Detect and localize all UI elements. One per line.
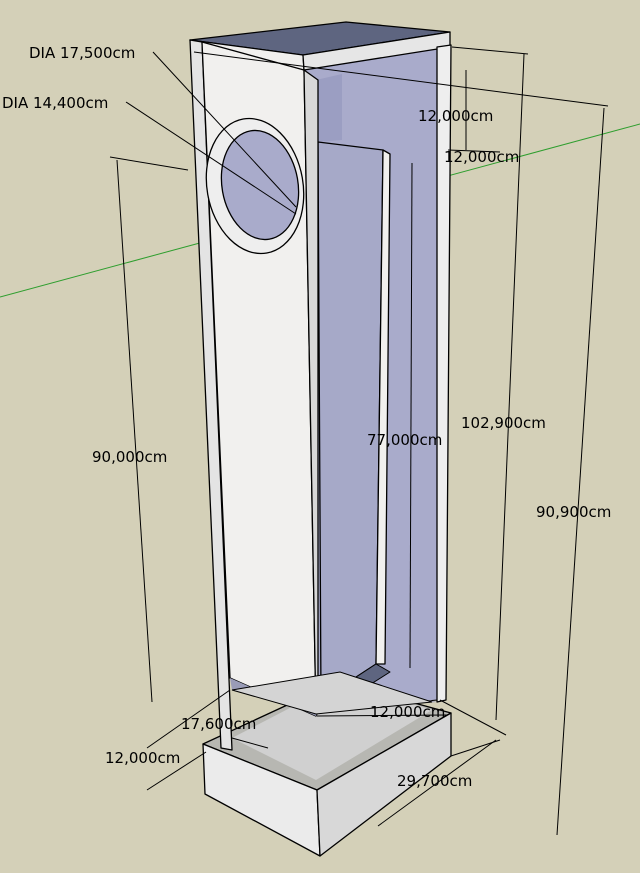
divider-face	[317, 141, 384, 701]
dimension-lines	[109, 46, 609, 836]
divider-edge	[375, 149, 391, 665]
driver-cutout	[205, 117, 305, 255]
label-side-offset: 12,000cm	[444, 148, 519, 166]
label-body-height: 90,000cm	[92, 448, 167, 466]
label-plinth-height: 12,000cm	[105, 749, 180, 767]
back-panel-shadow-strip	[316, 74, 342, 142]
label-width: 17,600cm	[181, 715, 256, 733]
internal-divider	[317, 141, 391, 711]
label-inner-diameter: DIA 14,400cm	[2, 94, 108, 112]
front-baffle-side-edge	[189, 39, 233, 751]
bottom-inner-plate	[231, 671, 433, 715]
label-depth: 29,700cm	[397, 772, 472, 790]
label-inner-panel-height: 77,000cm	[367, 431, 442, 449]
driver-inner-hole	[220, 129, 300, 241]
right-wall-edge	[436, 44, 452, 703]
label-cabinet-height: 102,900cm	[461, 414, 546, 432]
label-outer-diameter: DIA 17,500cm	[29, 44, 135, 62]
label-top-offset: 12,000cm	[418, 107, 493, 125]
label-overall-height: 90,900cm	[536, 503, 611, 521]
plinth	[202, 681, 452, 857]
label-bottom-offset: 12,000cm	[370, 703, 445, 721]
